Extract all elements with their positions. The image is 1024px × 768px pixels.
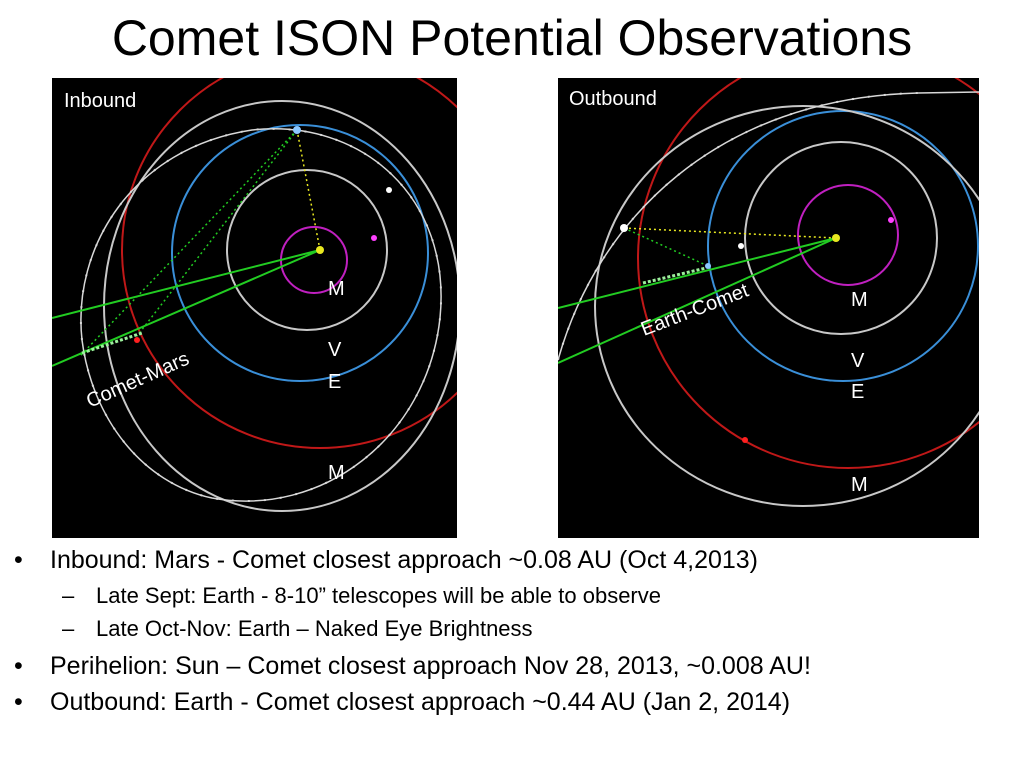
venus-orbit bbox=[744, 141, 938, 335]
planet-label-mercury: M bbox=[851, 289, 868, 311]
mars-orbit bbox=[121, 78, 457, 449]
comet-marker bbox=[293, 126, 301, 134]
annotation-earth-comet: Earth-Comet bbox=[638, 279, 752, 340]
sun bbox=[832, 234, 840, 242]
slide-title: Comet ISON Potential Observations bbox=[111, 10, 913, 66]
venus-orbit bbox=[226, 169, 388, 331]
dash-icon: – bbox=[62, 583, 75, 608]
mercury-marker bbox=[371, 235, 377, 241]
sightline-dotted bbox=[623, 227, 709, 267]
planet-label-venus: V bbox=[851, 350, 865, 372]
venus-marker bbox=[738, 243, 744, 249]
inbound-orbit-diagram: Inbound M V E M Comet-Mars bbox=[52, 78, 457, 538]
earth-orbit bbox=[707, 110, 979, 382]
planet-label-earth: E bbox=[328, 371, 341, 393]
earth-orbit bbox=[171, 124, 429, 382]
planet-label-earth: E bbox=[851, 381, 864, 403]
sightline-dotted-2 bbox=[79, 129, 298, 357]
mercury-marker bbox=[888, 217, 894, 223]
bullet-dot-icon: • bbox=[14, 546, 23, 574]
sun-dotted bbox=[623, 227, 837, 239]
venus-marker bbox=[386, 187, 392, 193]
sightline-1 bbox=[52, 249, 321, 319]
panel-label: Outbound bbox=[569, 88, 657, 110]
sightline-2 bbox=[558, 237, 837, 364]
panel-label: Inbound bbox=[64, 90, 136, 112]
mars-marker bbox=[134, 337, 140, 343]
planet-label-mars: M bbox=[851, 474, 868, 496]
comet-path bbox=[558, 91, 979, 361]
sun bbox=[316, 246, 324, 254]
mercury-orbit bbox=[797, 184, 899, 286]
sun-dotted bbox=[296, 129, 321, 251]
sightline-dotted-1 bbox=[136, 129, 298, 337]
planet-label-mars: M bbox=[328, 462, 345, 484]
bullet-dot-icon: • bbox=[14, 688, 23, 716]
mars-orbit bbox=[637, 78, 979, 469]
planet-label-venus: V bbox=[328, 339, 342, 361]
mars-marker bbox=[742, 437, 748, 443]
outer-orbit bbox=[103, 100, 457, 512]
outbound-orbit-diagram: Outbound M V E M Earth-Comet bbox=[558, 78, 979, 538]
dash-icon: – bbox=[62, 616, 75, 641]
earth-marker bbox=[705, 263, 711, 269]
outer-orbit bbox=[594, 105, 979, 507]
planet-label-mercury: M bbox=[328, 278, 345, 300]
sightline-1 bbox=[558, 237, 837, 309]
comet-marker bbox=[620, 224, 628, 232]
annotation-comet-mars: Comet-Mars bbox=[83, 348, 192, 413]
bullet-dot-icon: • bbox=[14, 652, 23, 680]
